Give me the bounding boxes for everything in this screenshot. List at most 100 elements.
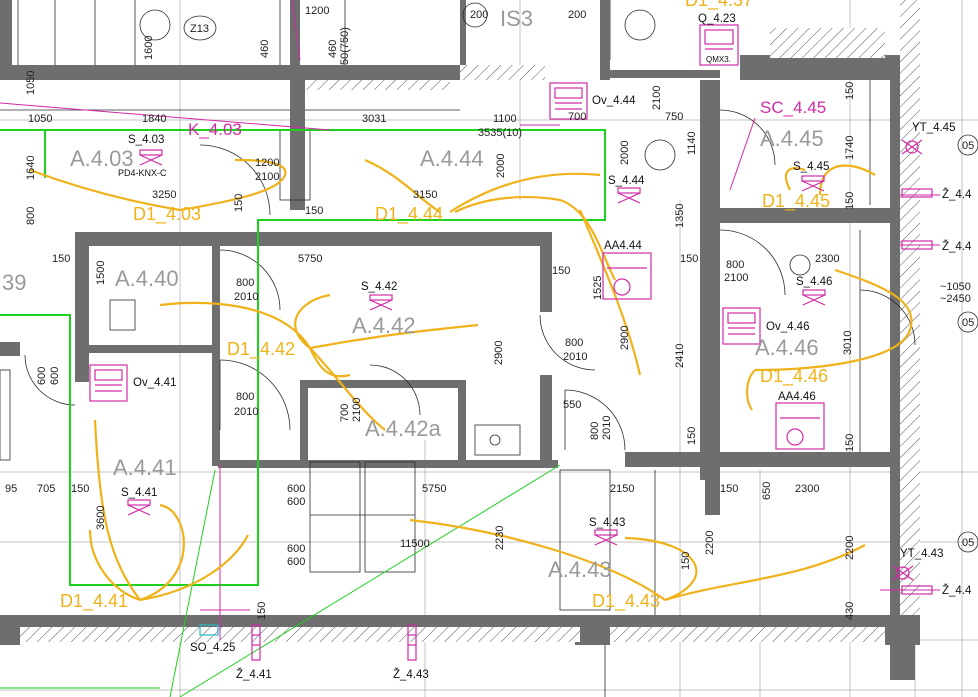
label-z443r: Ž_4.4 xyxy=(942,584,972,597)
dimension-label: 800 xyxy=(589,422,601,440)
dimension-label: 700 xyxy=(339,404,351,422)
dimension-label: 200 xyxy=(470,9,488,21)
dimension-label: 1740 xyxy=(844,136,856,160)
dimension-label: 750 xyxy=(665,111,683,123)
device-labels: S_4.03 PD4-KNX-C S_4.44 S_4.45 S_4.42 S_… xyxy=(118,13,974,681)
dimension-label: 3150 xyxy=(413,189,437,201)
dimension-label: 50(750) xyxy=(339,27,351,65)
dimension-label: 2230 xyxy=(494,526,506,550)
dimension-label: 2300 xyxy=(815,253,839,265)
room-labels: A.4.03 A.4.44 A.4.45 A.4.40 A.4.42 A.4.4… xyxy=(2,6,824,582)
dimension-label: 5750 xyxy=(298,253,322,265)
dimension-label: 200 xyxy=(568,9,586,21)
dimension-label: 150 xyxy=(305,205,323,217)
room-is3: IS3 xyxy=(500,6,533,31)
dimension-label: 2900 xyxy=(493,341,505,365)
valve-yt443-icon xyxy=(892,565,914,581)
socket-so425-icon xyxy=(199,624,219,636)
label-c05b: 05 xyxy=(962,317,974,329)
dimension-label: 600 xyxy=(287,543,305,555)
room-a440: A.4.40 xyxy=(115,266,179,291)
label-pd4: PD4-KNX-C xyxy=(118,168,167,178)
heater-z444a-icon xyxy=(901,188,933,198)
dimension-label: 1525 xyxy=(592,276,604,300)
label-z444b: Ž_4.4 xyxy=(942,240,972,253)
dimension-label: 2200 xyxy=(844,536,856,560)
dimension-label: 150 xyxy=(844,82,856,100)
heater-z443r-icon xyxy=(901,585,933,595)
label-s444: S_4.44 xyxy=(608,175,645,187)
walls xyxy=(0,0,920,680)
dimension-label: 1640 xyxy=(25,156,37,180)
dimension-label: 2410 xyxy=(674,344,686,368)
dimension-label: 460 xyxy=(259,40,271,58)
dimension-label: 2010 xyxy=(234,291,258,303)
sensor-s441-icon xyxy=(127,499,151,516)
heater-z443-icon xyxy=(407,624,417,661)
sensor-s443-icon xyxy=(594,529,618,546)
label-z443: Ž_4.43 xyxy=(393,668,429,681)
dimension-label: ~2450 xyxy=(940,293,971,305)
valve-yt445-icon xyxy=(901,139,923,155)
doors xyxy=(0,2,978,611)
panel-aa444-icon xyxy=(602,252,652,300)
circuit-d444: D1_4.44 xyxy=(375,204,443,225)
dimension-label: 150 xyxy=(686,427,698,445)
room-a444: A.4.44 xyxy=(420,146,484,171)
dimension-label: 5750 xyxy=(422,483,446,495)
label-ov444: Ov_4.44 xyxy=(592,95,636,107)
dimension-label: 1600 xyxy=(143,36,155,60)
room-a446: A.4.46 xyxy=(755,335,819,360)
dimension-label: 150 xyxy=(233,194,245,212)
circuit-d446: D1_4.46 xyxy=(760,366,828,387)
dimension-label: 2010 xyxy=(234,406,258,418)
circuit-d442: D1_4.42 xyxy=(227,339,295,360)
dimension-label: 1350 xyxy=(674,204,686,228)
dimension-label: 2010 xyxy=(563,351,587,363)
dimension-label: 800 xyxy=(25,207,37,225)
dimension-label: 2010 xyxy=(601,416,613,440)
thermostat-ov441-icon xyxy=(89,364,128,402)
dimension-label: 3250 xyxy=(152,189,176,201)
dimension-label: 3010 xyxy=(842,331,854,355)
dimension-label: 2100 xyxy=(724,272,748,284)
circuit-d443: D1_4.43 xyxy=(592,591,660,612)
room-a445: A.4.45 xyxy=(760,126,824,151)
dimension-label: 11500 xyxy=(400,538,430,550)
label-so425: SO_4.25 xyxy=(190,642,235,654)
dimension-label: 800 xyxy=(726,259,744,271)
label-qmx: QMX3. xyxy=(706,55,731,64)
dimension-label: 430 xyxy=(844,602,856,620)
label-c05a: 05 xyxy=(962,140,974,152)
sensor-s445-icon xyxy=(801,175,825,192)
label-ov441: Ov_4.41 xyxy=(133,377,176,389)
dimension-label: 2000 xyxy=(619,141,631,165)
dimension-label: 600 xyxy=(36,367,48,385)
room-a442a: A.4.42a xyxy=(365,416,442,441)
label-yt445: YT_4.45 xyxy=(912,122,955,134)
label-aa444: AA4.44 xyxy=(604,240,642,252)
dimension-label: 600 xyxy=(287,556,305,568)
heater-z441-icon xyxy=(251,624,261,661)
dimension-label: 150 xyxy=(680,552,692,570)
dimension-label: 700 xyxy=(568,111,586,123)
dimension-label: 150 xyxy=(71,483,89,495)
label-z444a: Ž_4.4 xyxy=(942,188,972,201)
room-a442: A.4.42 xyxy=(352,313,416,338)
cable-routes xyxy=(0,129,606,697)
dimension-label: 600 xyxy=(287,496,305,508)
dimension-label: 705 xyxy=(37,483,55,495)
dimension-label: 1050 xyxy=(25,71,37,95)
circuit-d403: D1_4.03 xyxy=(133,204,201,225)
sensor-s403-icon xyxy=(139,149,163,166)
dimension-label: 1050 xyxy=(28,113,52,125)
dimension-label: 550 xyxy=(563,399,581,411)
room-a403: A.4.03 xyxy=(70,146,134,171)
dimension-label: 1200 xyxy=(305,5,329,17)
dimension-label: 150 xyxy=(680,253,698,265)
label-s403: S_4.03 xyxy=(128,134,164,146)
dimension-label: 1840 xyxy=(142,113,166,125)
dimension-label: 600 xyxy=(287,483,305,495)
